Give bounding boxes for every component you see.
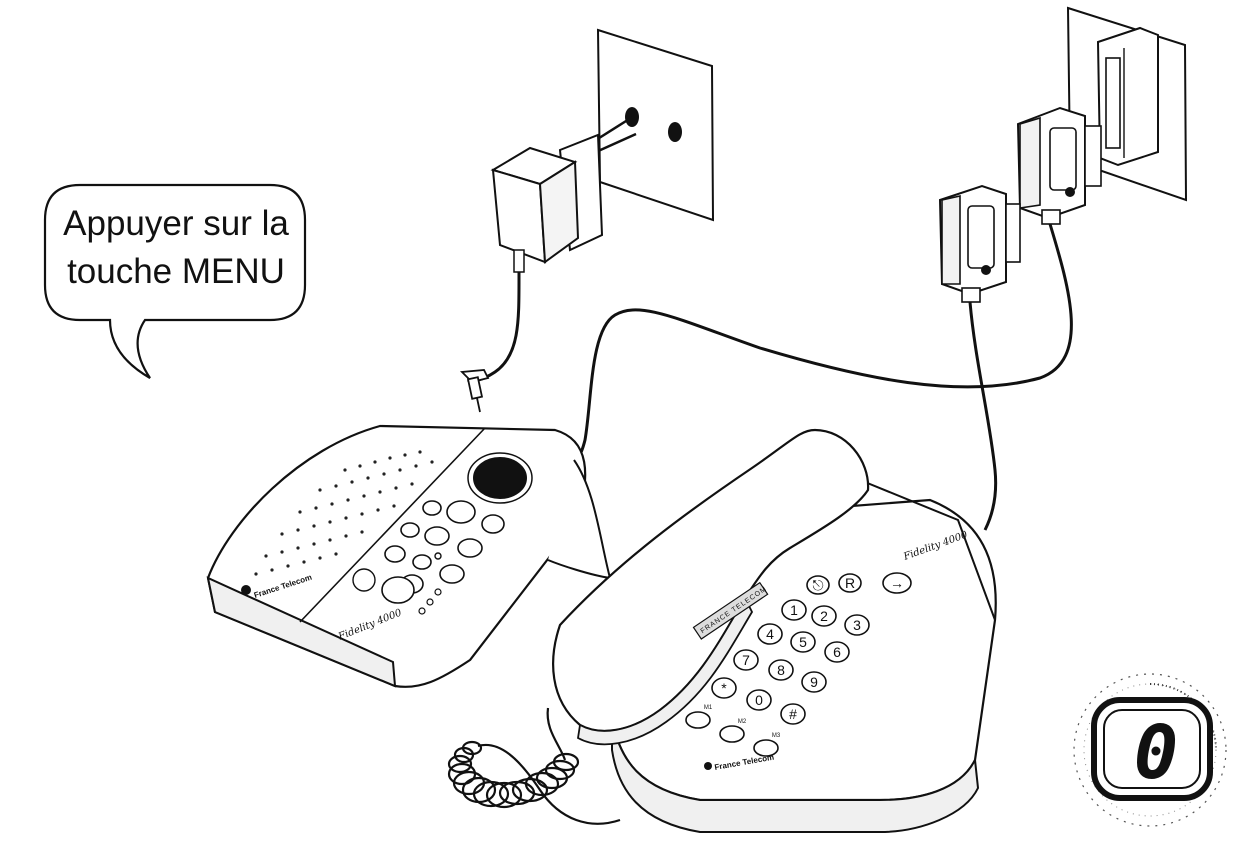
svg-text:*: * bbox=[721, 680, 727, 696]
svg-text:M1: M1 bbox=[704, 705, 713, 711]
machine-button[interactable] bbox=[424, 526, 450, 546]
telephone: FRANCE TELECOM Fidelity 4000 ⎋ R → 1 2 3… bbox=[552, 428, 997, 833]
svg-text:9: 9 bbox=[810, 674, 818, 690]
phone-line-cable-to-telephone bbox=[968, 301, 998, 531]
phone-line-cable-to-machine bbox=[569, 223, 1073, 464]
outlet-hole-right bbox=[668, 122, 682, 142]
keypad-key-8[interactable] bbox=[768, 659, 794, 681]
svg-text:1: 1 bbox=[790, 602, 798, 618]
r-button[interactable] bbox=[838, 573, 862, 593]
machine-button[interactable] bbox=[446, 500, 476, 524]
svg-text:4: 4 bbox=[766, 626, 774, 642]
machine-button[interactable] bbox=[439, 564, 465, 584]
machine-button[interactable] bbox=[412, 554, 432, 570]
machine-button[interactable] bbox=[457, 538, 483, 558]
machine-button[interactable] bbox=[352, 568, 376, 592]
machine-button[interactable] bbox=[384, 545, 406, 563]
svg-text:M2: M2 bbox=[738, 719, 747, 725]
memory-key-m2[interactable] bbox=[719, 725, 745, 743]
phone-plug-adapter-lower bbox=[938, 184, 1021, 303]
svg-text:3: 3 bbox=[853, 617, 861, 633]
answering-machine-display-window bbox=[473, 457, 527, 499]
function-keys: ⎋ R → bbox=[806, 572, 912, 595]
speech-bubble-outline bbox=[43, 183, 307, 379]
machine-button[interactable] bbox=[481, 514, 505, 534]
menu-button[interactable] bbox=[381, 576, 415, 604]
answering-machine: France Telecom Fidelity 4000 bbox=[206, 424, 612, 688]
svg-text:⎋: ⎋ bbox=[812, 577, 823, 593]
lcd-halo bbox=[1073, 673, 1227, 827]
svg-text:R: R bbox=[845, 575, 855, 591]
lcd-screen bbox=[1091, 697, 1213, 801]
svg-text:#: # bbox=[789, 706, 797, 722]
lcd-digit: 0 bbox=[1134, 710, 1179, 796]
svg-text:→: → bbox=[890, 575, 904, 591]
memory-key-m1[interactable] bbox=[685, 711, 711, 729]
volume-button[interactable] bbox=[882, 572, 912, 594]
redial-button[interactable] bbox=[806, 575, 830, 595]
keypad-key-4[interactable] bbox=[757, 623, 783, 645]
lcd-display-callout: 0 bbox=[1073, 673, 1227, 827]
keypad-key-5[interactable] bbox=[790, 631, 816, 653]
speaker-grille bbox=[254, 450, 434, 576]
svg-text:0: 0 bbox=[755, 692, 763, 708]
phone-plug-adapter-upper bbox=[1016, 106, 1102, 225]
keypad: 1 2 3 4 5 6 7 8 9 * 0 # bbox=[711, 599, 870, 725]
power-adapter bbox=[490, 114, 637, 273]
power-jack bbox=[460, 369, 490, 413]
keypad-key-9[interactable] bbox=[801, 671, 827, 693]
memory-keys: M1 M2 M3 bbox=[685, 705, 781, 757]
france-telecom-logo-icon bbox=[704, 762, 712, 770]
outlet-plate bbox=[596, 28, 715, 222]
memory-key-m3[interactable] bbox=[753, 739, 779, 757]
coiled-handset-cord bbox=[447, 707, 621, 825]
svg-text:M3: M3 bbox=[772, 733, 781, 739]
svg-text:8: 8 bbox=[777, 662, 785, 678]
svg-text:6: 6 bbox=[833, 644, 841, 660]
speech-bubble-line-2: touche MENU bbox=[67, 252, 285, 291]
speech-bubble-line-1: Appuyer sur la bbox=[63, 204, 289, 243]
france-telecom-logo-icon bbox=[241, 585, 251, 595]
speech-bubble: Appuyer sur la touche MENU bbox=[43, 183, 307, 379]
svg-text:2: 2 bbox=[820, 608, 828, 624]
svg-text:5: 5 bbox=[799, 634, 807, 650]
svg-text:7: 7 bbox=[742, 652, 750, 668]
keypad-key-1[interactable] bbox=[781, 599, 807, 621]
power-wall-outlet bbox=[596, 28, 715, 222]
machine-button[interactable] bbox=[400, 522, 420, 538]
power-cable bbox=[466, 271, 521, 383]
keypad-key-7[interactable] bbox=[733, 649, 759, 671]
machine-button[interactable] bbox=[422, 500, 442, 516]
keypad-key-hash[interactable] bbox=[780, 703, 806, 725]
keypad-key-6[interactable] bbox=[824, 641, 850, 663]
keypad-key-0[interactable] bbox=[746, 689, 772, 711]
keypad-key-2[interactable] bbox=[811, 605, 837, 627]
keypad-key-3[interactable] bbox=[844, 614, 870, 636]
keypad-key-star[interactable] bbox=[711, 677, 737, 699]
